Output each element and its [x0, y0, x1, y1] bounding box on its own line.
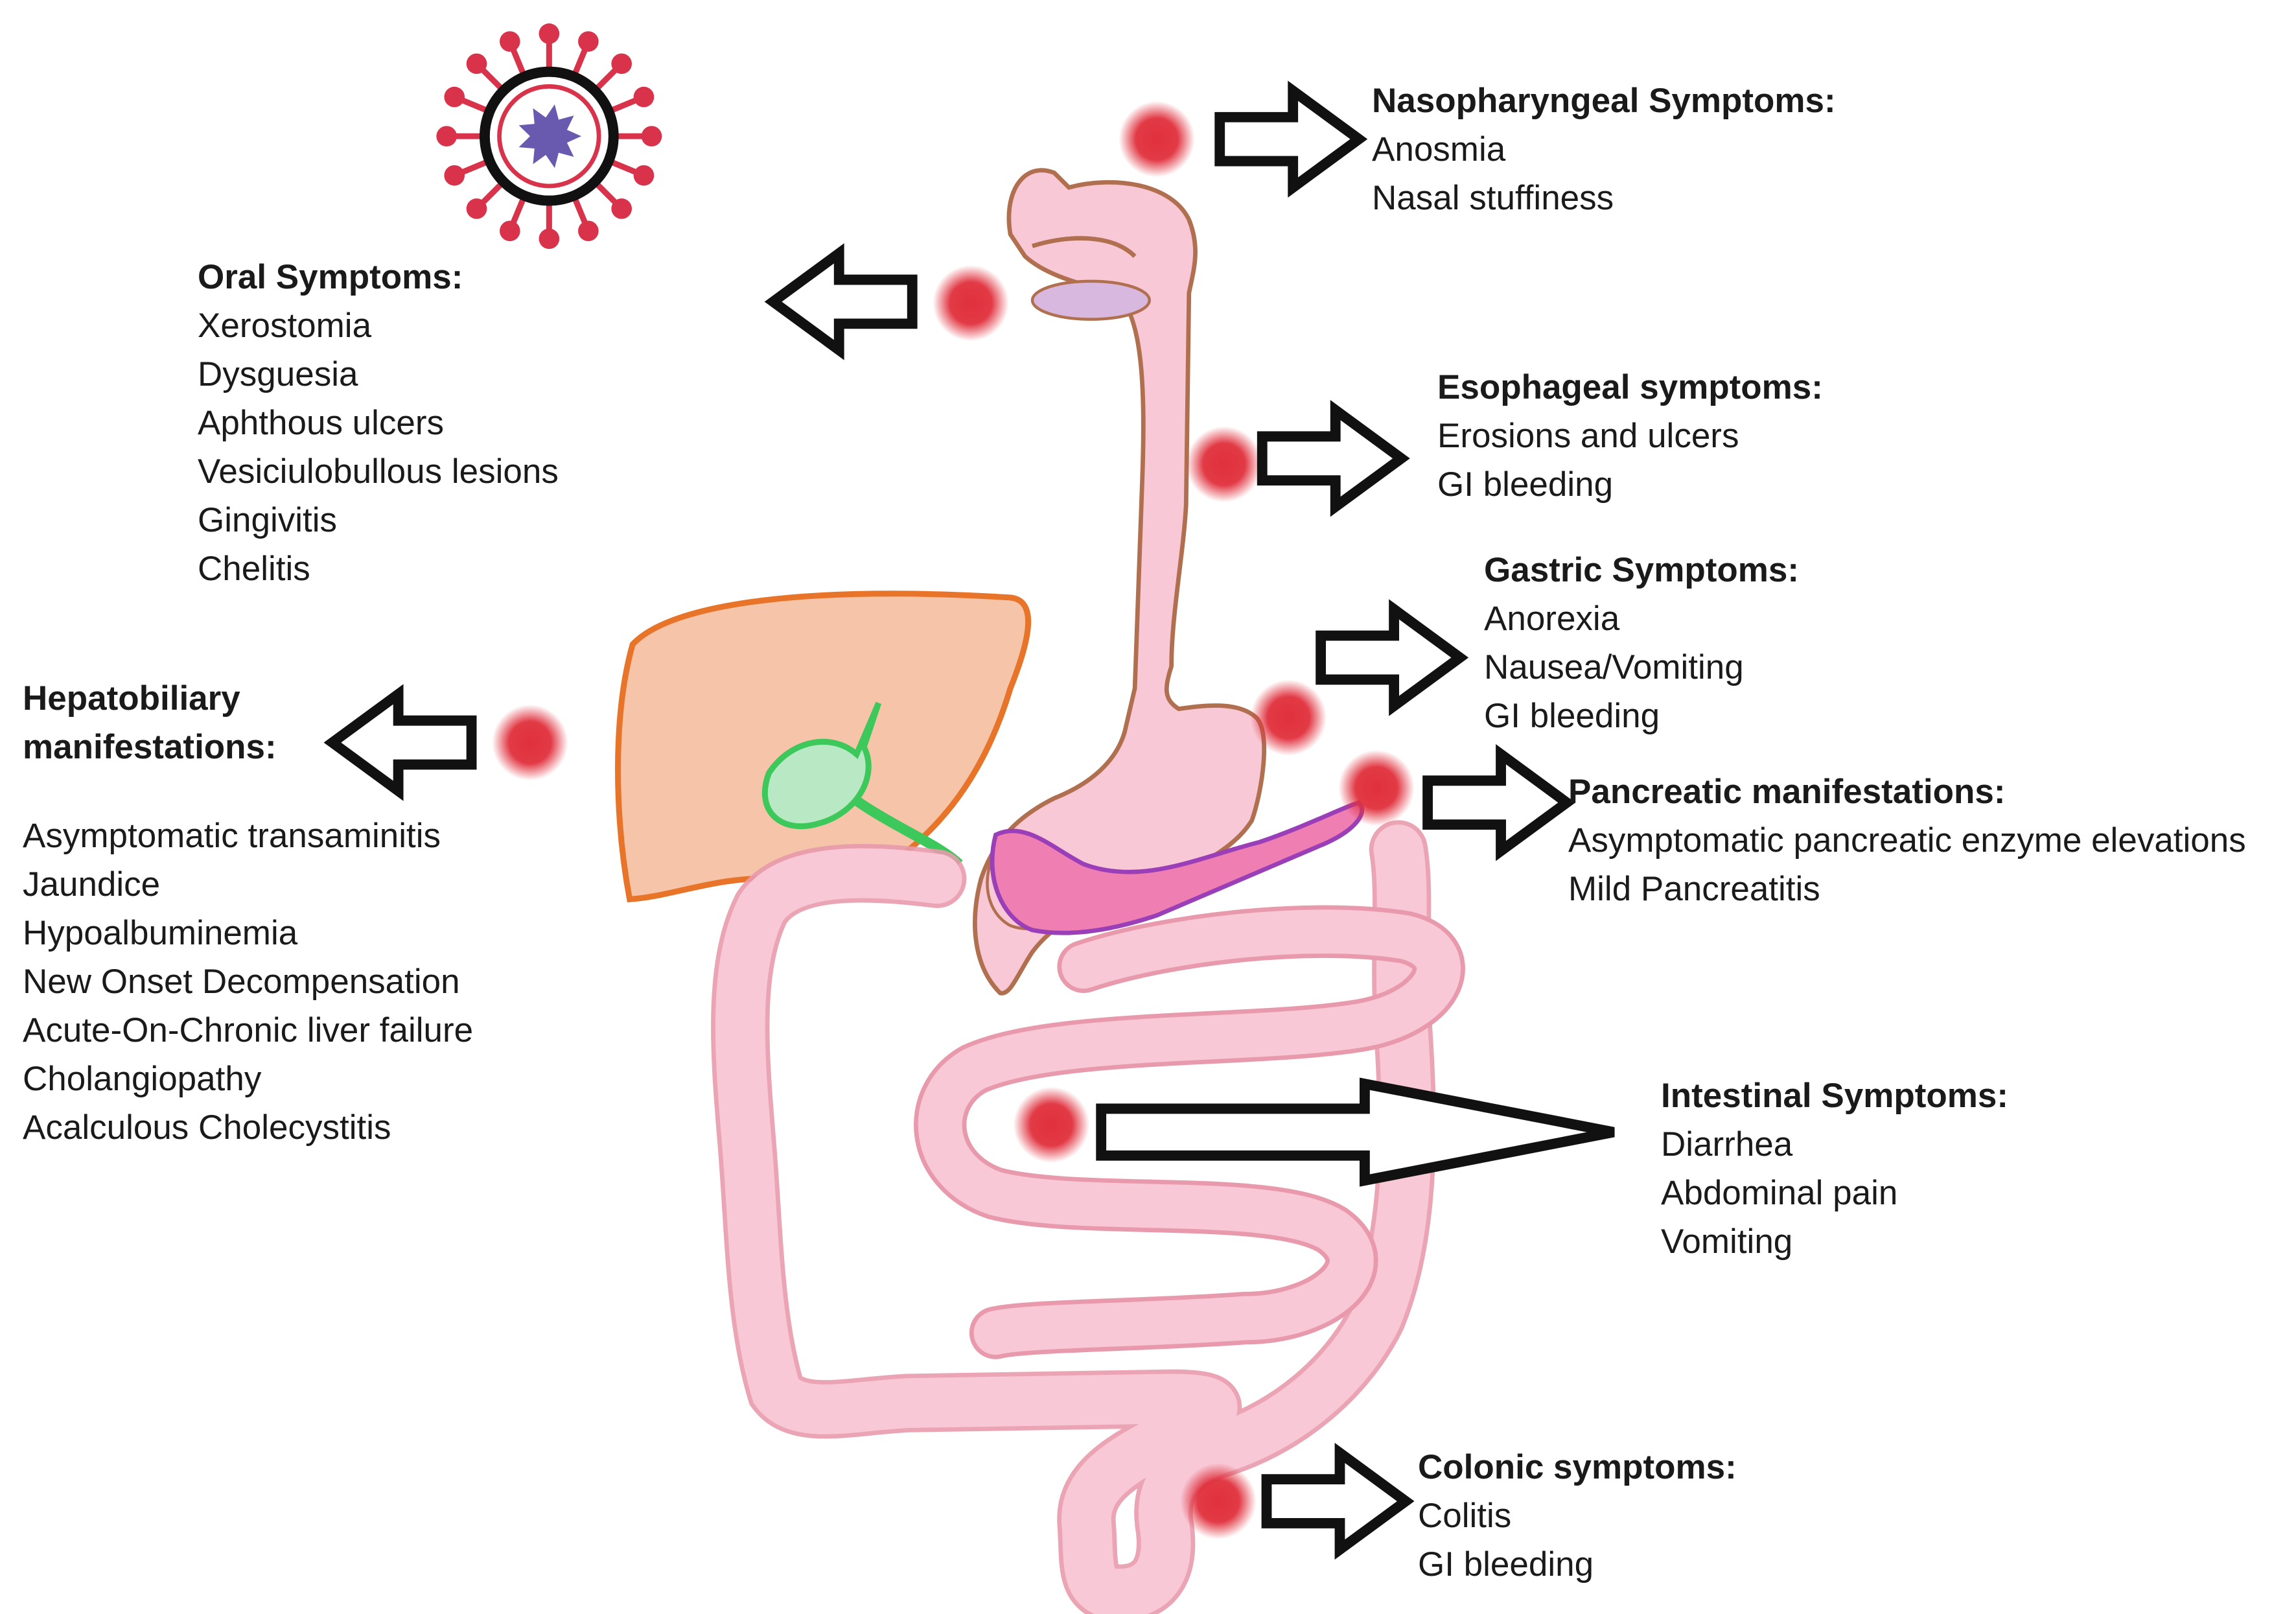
oral-heading: Oral Symptoms:: [198, 258, 463, 296]
palate: [1030, 279, 1152, 321]
virus-spike-tip: [578, 31, 599, 52]
colonic-heading: Colonic symptoms:: [1418, 1448, 1737, 1486]
virus-spike-tip: [633, 86, 655, 108]
hepatobiliary-item: Jaundice: [23, 865, 161, 904]
hepatobiliary-item: Acalculous Cholecystitis: [23, 1108, 391, 1147]
hollow-arrow-icon: [1316, 599, 1469, 716]
hollow-arrow-icon: [1261, 1442, 1415, 1560]
oral-item: Aphthous ulcers: [198, 404, 445, 442]
oral-item: Xerostomia: [198, 307, 372, 345]
nasopharyngeal-item: Nasal stuffiness: [1372, 179, 1614, 217]
pancreatic-item: Asymptomatic pancreatic enzyme elevation…: [1568, 821, 2246, 860]
colonic-item: Colitis: [1418, 1497, 1512, 1535]
nasopharyngeal-heading: Nasopharyngeal Symptoms:: [1372, 82, 1836, 120]
inflammation-dot-icon: [1250, 679, 1327, 756]
gastric-item: Anorexia: [1484, 600, 1620, 638]
inflammation-dot-icon: [1119, 100, 1195, 178]
virus-spike-tip: [444, 86, 465, 108]
intestinal-section: Intestinal Symptoms: Diarrhea Abdominal …: [1661, 1071, 2008, 1266]
intestinal-item: Vomiting: [1661, 1222, 1793, 1261]
esophageal-item: Erosions and ulcers: [1437, 417, 1739, 455]
virus-spike-tip: [539, 23, 560, 44]
gastric-heading: Gastric Symptoms:: [1484, 551, 1799, 589]
virus-spike-tip: [633, 165, 655, 186]
hepatobiliary-item: Acute-On-Chronic liver failure: [23, 1011, 474, 1049]
virus-spike-tip: [500, 220, 520, 242]
pancreatic-item: Mild Pancreatitis: [1568, 870, 1820, 908]
oral-item: Dysguesia: [198, 355, 358, 393]
inflammation-dot-icon: [1013, 1086, 1090, 1164]
virus-spike-tip: [444, 165, 465, 186]
virus-spike-tip: [466, 53, 487, 75]
pancreatic-heading: Pancreatic manifestations:: [1568, 773, 2006, 811]
pancreas: [990, 800, 1365, 935]
virus-spike-tip: [500, 31, 520, 52]
hepatobiliary-item: Cholangiopathy: [23, 1060, 262, 1098]
nasopharyngeal-section: Nasopharyngeal Symptoms: Anosmia Nasal s…: [1372, 76, 1836, 222]
oral-item: Vesiciulobullous lesions: [198, 452, 559, 491]
virus-spike-tip: [611, 53, 632, 75]
esophageal-heading: Esophageal symptoms:: [1437, 368, 1823, 406]
virus-spike-tip: [539, 228, 560, 250]
hepatobiliary-heading: Hepatobiliary manifestations:: [23, 679, 277, 766]
nasopharyngeal-item: Anosmia: [1372, 130, 1506, 169]
hepatobiliary-item: New Onset Decompensation: [23, 963, 460, 1001]
virus-spike-tip: [578, 220, 599, 242]
gastric-section: Gastric Symptoms: Anorexia Nausea/Vomiti…: [1484, 546, 1799, 740]
hepatobiliary-item: Hypoalbuminemia: [23, 914, 298, 952]
hollow-arrow-icon: [764, 243, 918, 360]
gastric-item: GI bleeding: [1484, 697, 1660, 735]
oral-section: Oral Symptoms: Xerostomia Dysguesia Apht…: [198, 253, 559, 593]
coronavirus-icon: [436, 23, 662, 250]
colonic-section: Colonic symptoms: Colitis GI bleeding: [1418, 1443, 1737, 1589]
colonic-item: GI bleeding: [1418, 1545, 1594, 1584]
hollow-arrow-icon: [323, 684, 477, 801]
hollow-arrow-icon: [1096, 1077, 1615, 1187]
esophageal-section: Esophageal symptoms: Erosions and ulcers…: [1437, 363, 1823, 509]
virus-core: [518, 104, 582, 169]
gallbladder: [762, 701, 882, 830]
virus-spike-tip: [611, 198, 632, 219]
oral-item: Chelitis: [198, 550, 310, 588]
intestinal-item: Diarrhea: [1661, 1125, 1793, 1164]
inflammation-dot-icon: [933, 264, 1009, 342]
hollow-arrow-icon: [1214, 80, 1368, 198]
esophageal-item: GI bleeding: [1437, 465, 1614, 504]
oral-item: Gingivitis: [198, 501, 338, 539]
virus-spike-tip: [436, 126, 458, 146]
intestinal-heading: Intestinal Symptoms:: [1661, 1077, 2008, 1115]
hollow-arrow-icon: [1422, 744, 1576, 861]
inflammation-dot-icon: [1180, 1463, 1257, 1539]
intestinal-item: Abdominal pain: [1661, 1174, 1898, 1212]
inflammation-dot-icon: [1338, 749, 1415, 826]
virus-spike-tip: [466, 198, 487, 219]
pancreatic-section: Pancreatic manifestations: Asymptomatic …: [1568, 767, 2246, 913]
virus-spike-tip: [641, 126, 662, 146]
gastric-item: Nausea/Vomiting: [1484, 648, 1744, 686]
inflammation-dot-icon: [1186, 426, 1262, 503]
inflammation-dot-icon: [492, 704, 568, 781]
hepatobiliary-section: Hepatobiliary manifestations: Asymptomat…: [23, 674, 473, 1152]
hepatobiliary-item: Asymptomatic transaminitis: [23, 817, 441, 855]
hollow-arrow-icon: [1257, 400, 1410, 517]
